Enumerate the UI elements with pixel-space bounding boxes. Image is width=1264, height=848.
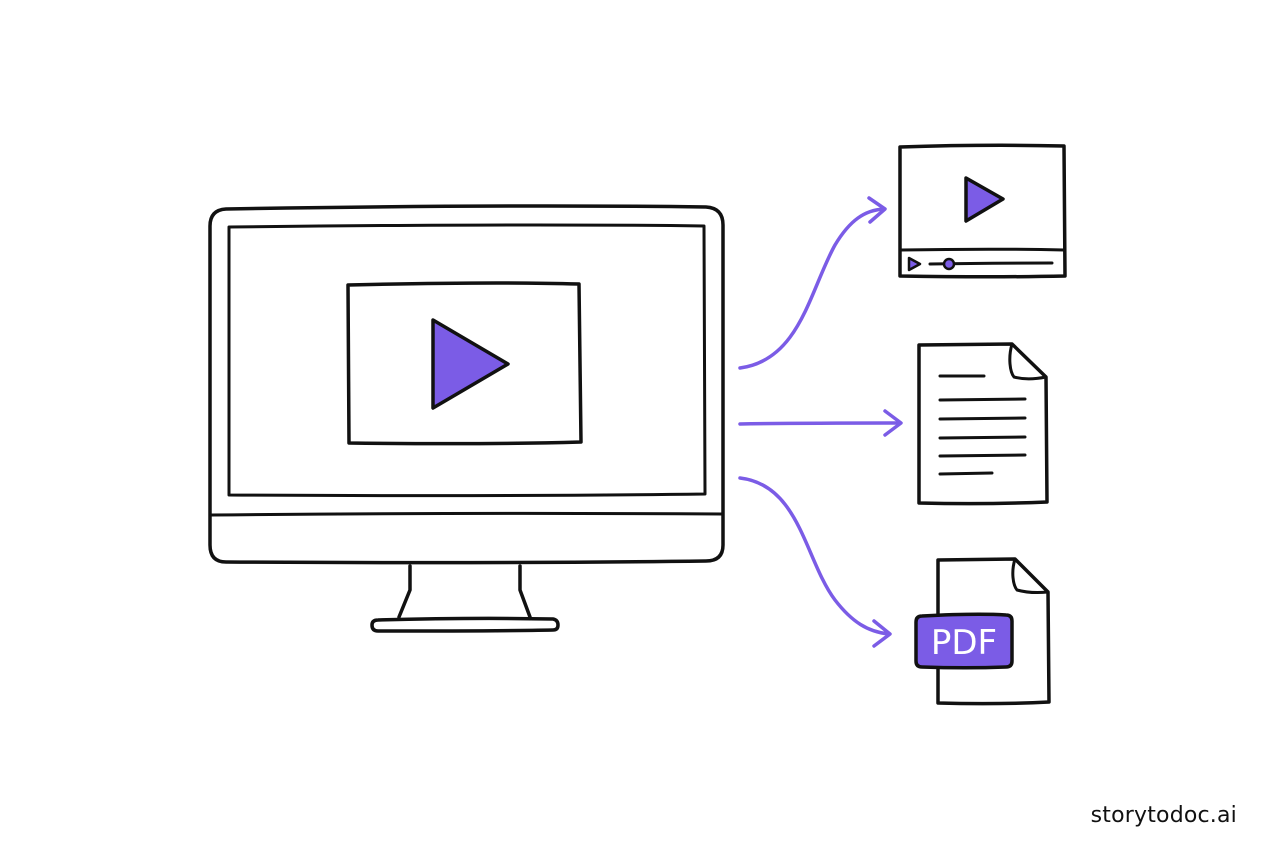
pdf-badge-label: PDF bbox=[931, 623, 997, 663]
monitor-frame bbox=[208, 204, 725, 565]
arrow-to-video bbox=[738, 207, 886, 370]
play-icon bbox=[431, 318, 510, 410]
pdf-page-outline bbox=[936, 557, 1051, 706]
text-document-icon bbox=[917, 342, 1049, 506]
video-player-divider bbox=[899, 247, 1066, 252]
video-player-control-play-icon bbox=[907, 256, 922, 272]
document-fold bbox=[1008, 342, 1048, 381]
desktop-monitor-icon bbox=[208, 204, 725, 633]
arrow-to-document bbox=[738, 421, 902, 426]
video-player-frame bbox=[898, 143, 1067, 279]
document-outline bbox=[917, 342, 1049, 506]
pdf-page-fold bbox=[1011, 557, 1050, 595]
arrowhead-video bbox=[867, 196, 887, 224]
arrows bbox=[738, 196, 903, 648]
monitor-screen bbox=[227, 223, 707, 498]
brand-watermark: storytodoc.ai bbox=[1090, 803, 1237, 828]
document-text-lines bbox=[938, 374, 1027, 476]
video-frame bbox=[346, 281, 583, 446]
video-player-scrubber bbox=[942, 257, 956, 271]
pdf-file-icon: PDF bbox=[914, 557, 1051, 706]
monitor-base bbox=[370, 616, 560, 633]
video-player-icon bbox=[898, 143, 1067, 279]
pdf-badge bbox=[914, 612, 1014, 670]
monitor-stand bbox=[397, 564, 532, 619]
arrowhead-document bbox=[883, 409, 903, 437]
arrow-to-pdf bbox=[738, 476, 891, 636]
video-player-play-icon bbox=[964, 176, 1005, 223]
monitor-chin-line bbox=[209, 511, 724, 517]
arrowhead-pdf bbox=[872, 619, 892, 648]
